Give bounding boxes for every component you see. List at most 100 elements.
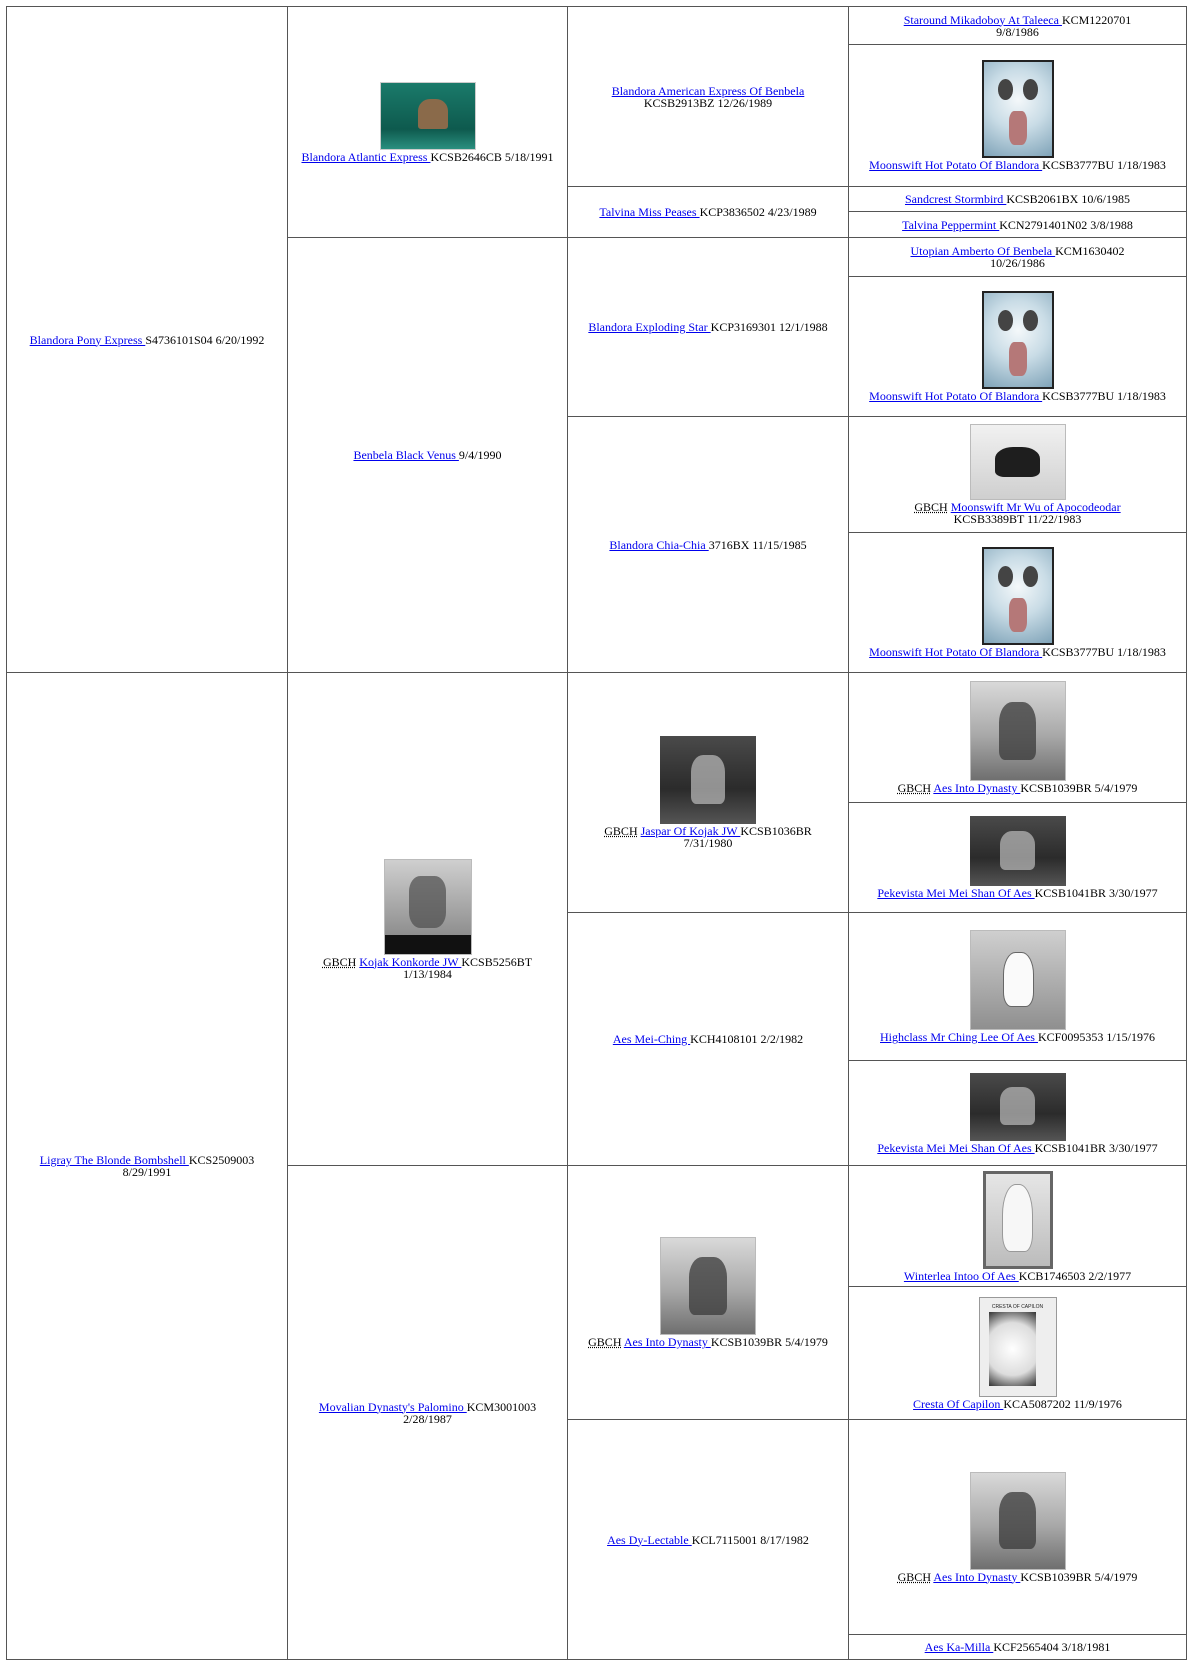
gen4-5-link[interactable]: Utopian Amberto Of Benbela (910, 244, 1056, 258)
gen3-3-link[interactable]: Blandora Exploding Star (588, 320, 711, 334)
gen4-6-link[interactable]: Moonswift Hot Potato Of Blandora (869, 389, 1043, 403)
gen4-3-link[interactable]: Sandcrest Stormbird (904, 192, 1007, 206)
gen3-cell-5: GBCH Jaspar Of Kojak JW KCSB1036BR 7/31/… (567, 672, 849, 913)
gen3-cell-2: Talvina Miss Peases KCP3836502 4/23/1989 (567, 186, 849, 238)
gen2-entry: Movalian Dynasty's Palomino KCM3001003 2… (308, 1401, 548, 1425)
gen4-cell-12: Pekevista Mei Mei Shan Of Aes KCSB1041BR… (848, 1060, 1187, 1166)
gen2-2-details: 9/4/1990 (458, 448, 502, 462)
gen4-cell-3: Sandcrest Stormbird KCSB2061BX 10/6/1985 (848, 186, 1187, 212)
gen4-cell-5: Utopian Amberto Of Benbela KCM1630402 10… (848, 237, 1187, 277)
gen4-entry: GBCH Aes Into Dynasty KCSB1039BR 5/4/197… (898, 782, 1138, 794)
gen4-16-link[interactable]: Aes Ka-Milla (924, 1640, 994, 1654)
gen4-13-details: KCB1746503 2/2/1977 (1018, 1268, 1132, 1283)
gen3-cell-4: Blandora Chia-Chia 3716BX 11/15/1985 (567, 416, 849, 673)
gen3-2-details: KCP3836502 4/23/1989 (699, 205, 817, 219)
gen4-entry: Utopian Amberto Of Benbela KCM1630402 10… (883, 245, 1153, 269)
dog-photo (969, 816, 1066, 886)
gen4-1-details: KCM1220701 9/8/1986 (996, 12, 1132, 39)
gen2-cell-3: GBCH Kojak Konkorde JW KCSB5256BT 1/13/1… (287, 672, 568, 1166)
gen1-cell-sire: Blandora Pony Express S4736101S04 6/20/1… (6, 6, 288, 673)
gen4-14-link[interactable]: Cresta Of Capilon (913, 1396, 1004, 1411)
dog-photo (969, 681, 1066, 781)
gen3-7-details: KCSB1039BR 5/4/1979 (710, 1335, 828, 1349)
dog-photo (969, 1471, 1066, 1570)
title-abbr: GBCH (604, 824, 638, 838)
gen4-entry: Pekevista Mei Mei Shan Of Aes KCSB1041BR… (877, 887, 1157, 899)
gen3-1-details: KCSB2913BZ 12/26/1989 (643, 95, 773, 110)
gen2-entry: Blandora Atlantic Express KCSB2646CB 5/1… (301, 151, 553, 163)
gen3-entry: Blandora Exploding Star KCP3169301 12/1/… (588, 321, 827, 333)
gen1-dam-details: KCS2509003 8/29/1991 (122, 1153, 255, 1179)
gen4-7-link[interactable]: Moonswift Mr Wu of Apocodeodar (950, 500, 1121, 514)
gen3-6-link[interactable]: Aes Mei-Ching (612, 1032, 691, 1046)
gen3-4-link[interactable]: Blandora Chia-Chia (609, 537, 709, 552)
gen3-entry: Aes Dy-Lectable KCL7115001 8/17/1982 (607, 1534, 809, 1546)
gen2-cell-4: Movalian Dynasty's Palomino KCM3001003 2… (287, 1165, 568, 1660)
gen4-8-link[interactable]: Moonswift Hot Potato Of Blandora (869, 645, 1043, 659)
dog-photo (969, 1072, 1066, 1141)
gen3-8-details: KCL7115001 8/17/1982 (691, 1532, 809, 1547)
gen2-4-link[interactable]: Movalian Dynasty's Palomino (318, 1399, 467, 1414)
title-abbr: GBCH (588, 1335, 622, 1349)
gen4-entry: GBCH Aes Into Dynasty KCSB1039BR 5/4/197… (898, 1571, 1138, 1583)
gen3-entry: Aes Mei-Ching KCH4108101 2/2/1982 (613, 1033, 803, 1045)
gen3-cell-1: Blandora American Express Of Benbela KCS… (567, 6, 849, 187)
gen4-entry: Staround Mikadoboy At Taleeca KCM1220701… (883, 14, 1153, 38)
dog-photo (981, 60, 1054, 158)
gen1-cell-dam: Ligray The Blonde Bombshell KCS2509003 8… (6, 672, 288, 1660)
gen3-entry: GBCH Jaspar Of Kojak JW KCSB1036BR 7/31/… (590, 825, 826, 849)
gen3-cell-6: Aes Mei-Ching KCH4108101 2/2/1982 (567, 912, 849, 1166)
gen4-cell-14: Cresta Of Capilon KCA5087202 11/9/1976 (848, 1286, 1187, 1420)
gen4-cell-10: Pekevista Mei Mei Shan Of Aes KCSB1041BR… (848, 802, 1187, 913)
gen4-7-details: KCSB3389BT 11/22/1983 (953, 512, 1082, 526)
gen2-3-details: KCSB5256BT 1/13/1984 (403, 954, 533, 981)
gen4-6-details: KCSB3777BU 1/18/1983 (1042, 389, 1166, 403)
gen4-4-link[interactable]: Talvina Peppermint (902, 217, 1000, 232)
gen3-1-link[interactable]: Blandora American Express Of Benbela (611, 83, 805, 98)
gen4-10-details: KCSB1041BR 3/30/1977 (1034, 886, 1158, 900)
gen3-2-link[interactable]: Talvina Miss Peases (599, 205, 700, 219)
gen4-2-link[interactable]: Moonswift Hot Potato Of Blandora (869, 158, 1043, 172)
gen4-entry: Talvina Peppermint KCN2791401N02 3/8/198… (902, 219, 1133, 231)
gen1-dam-link[interactable]: Ligray The Blonde Bombshell (39, 1153, 189, 1167)
gen4-13-link[interactable]: Winterlea Intoo Of Aes (903, 1268, 1019, 1283)
gen2-3-link[interactable]: Kojak Konkorde JW (359, 954, 462, 969)
gen3-8-link[interactable]: Aes Dy-Lectable (607, 1532, 692, 1547)
gen4-1-link[interactable]: Staround Mikadoboy At Taleeca (903, 12, 1062, 27)
gen3-5-link[interactable]: Jaspar Of Kojak JW (640, 824, 741, 838)
gen2-1-link[interactable]: Blandora Atlantic Express (301, 149, 431, 164)
gen4-2-details: KCSB3777BU 1/18/1983 (1042, 158, 1166, 172)
gen1-sire-link[interactable]: Blandora Pony Express (29, 332, 146, 347)
title-abbr: GBCH (897, 1569, 931, 1584)
dog-photo (982, 1170, 1053, 1269)
gen3-entry: Blandora American Express Of Benbela KCS… (612, 85, 805, 109)
dog-photo (969, 424, 1066, 500)
gen2-cell-2: Benbela Black Venus 9/4/1990 (287, 237, 568, 673)
gen1-entry: Ligray The Blonde Bombshell KCS2509003 8… (27, 1154, 267, 1178)
gen4-15-details: KCSB1039BR 5/4/1979 (1020, 1569, 1138, 1584)
gen4-16-details: KCF2565404 3/18/1981 (993, 1640, 1111, 1654)
gen4-15-link[interactable]: Aes Into Dynasty (933, 1569, 1021, 1584)
gen3-entry: Talvina Miss Peases KCP3836502 4/23/1989 (599, 206, 816, 218)
dog-photo (660, 736, 756, 824)
gen4-10-link[interactable]: Pekevista Mei Mei Shan Of Aes (877, 886, 1035, 900)
gen4-9-link[interactable]: Aes Into Dynasty (933, 781, 1021, 795)
pedigree-table: Blandora Pony Express S4736101S04 6/20/1… (6, 6, 1187, 1660)
dog-photo (969, 930, 1066, 1030)
gen3-7-link[interactable]: Aes Into Dynasty (623, 1335, 711, 1349)
gen4-cell-1: Staround Mikadoboy At Taleeca KCM1220701… (848, 6, 1187, 45)
gen4-cell-13: Winterlea Intoo Of Aes KCB1746503 2/2/19… (848, 1165, 1187, 1287)
dog-photo (379, 81, 476, 150)
gen3-cell-8: Aes Dy-Lectable KCL7115001 8/17/1982 (567, 1419, 849, 1660)
gen4-entry: Cresta Of Capilon KCA5087202 11/9/1976 (913, 1398, 1122, 1410)
gen4-entry: Moonswift Hot Potato Of Blandora KCSB377… (869, 646, 1166, 658)
gen4-11-link[interactable]: Highclass Mr Ching Lee Of Aes (880, 1030, 1038, 1044)
dog-photo (660, 1237, 756, 1335)
dog-photo (981, 547, 1054, 645)
gen1-entry: Blandora Pony Express S4736101S04 6/20/1… (30, 334, 265, 346)
gen1-sire-details: S4736101S04 6/20/1992 (145, 332, 265, 347)
gen2-2-link[interactable]: Benbela Black Venus (353, 448, 459, 462)
gen4-entry: Aes Ka-Milla KCF2565404 3/18/1981 (925, 1641, 1111, 1653)
gen3-6-details: KCH4108101 2/2/1982 (690, 1032, 804, 1046)
gen4-12-link[interactable]: Pekevista Mei Mei Shan Of Aes (877, 1140, 1035, 1155)
